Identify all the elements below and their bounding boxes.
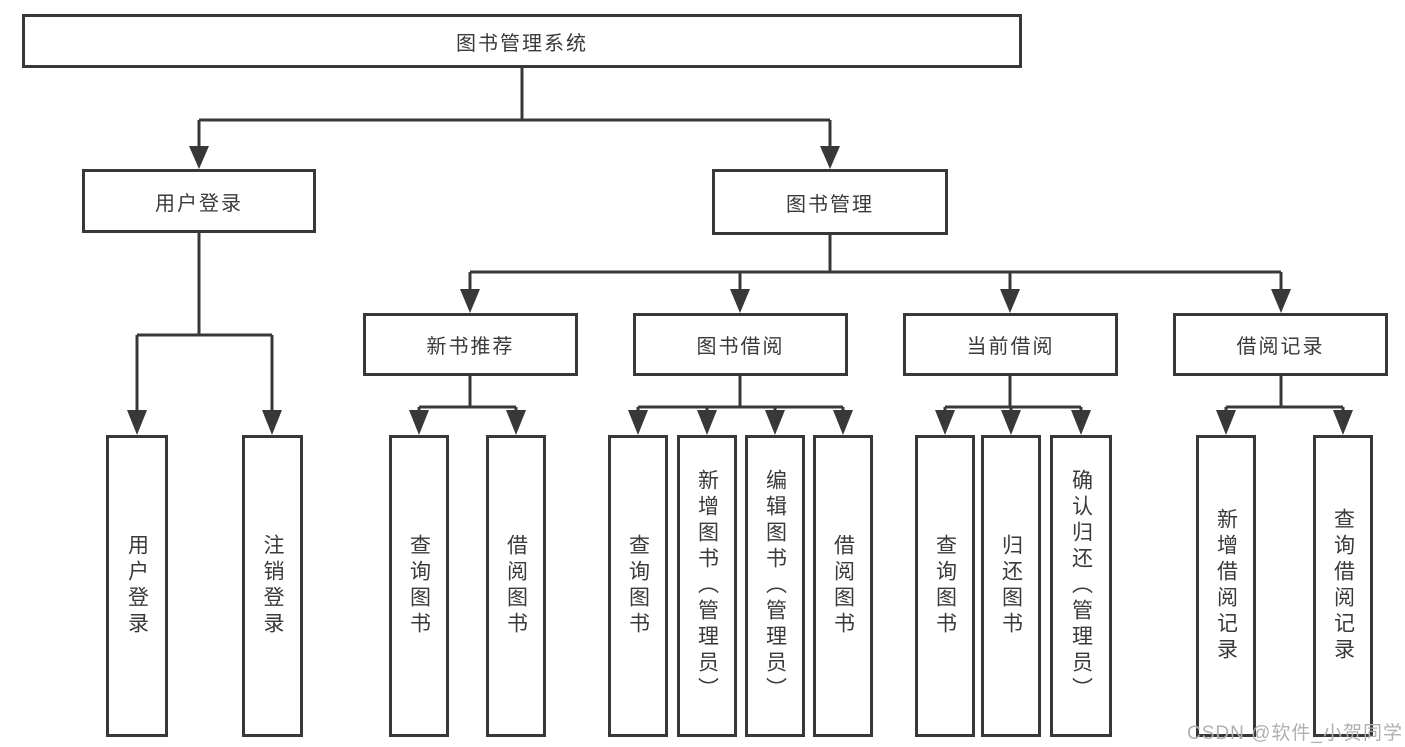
leaf-logout: 注销登录 (242, 435, 303, 737)
arrowhead (730, 289, 750, 313)
node-book-borrowing: 图书借阅 (633, 313, 848, 376)
leaf-query-books-current: 查询图书 (915, 435, 975, 737)
leaf-query-books-recommend: 查询图书 (389, 435, 449, 737)
leaf-query-books-borrow: 查询图书 (608, 435, 668, 737)
csdn-watermark: CSDN @软件_小贺同学 (1187, 723, 1403, 744)
arrowhead (820, 146, 840, 169)
arrowhead (189, 146, 209, 169)
arrowhead (1001, 410, 1021, 435)
node-user-login-branch: 用户登录 (82, 169, 316, 233)
leaf-confirm-return-admin: 确认归还（管理员） (1050, 435, 1112, 737)
node-current-borrowing: 当前借阅 (903, 313, 1118, 376)
arrowhead (1333, 410, 1353, 435)
arrowhead (1216, 410, 1236, 435)
leaf-add-books-admin: 新增图书（管理员） (677, 435, 737, 737)
arrowhead (1271, 289, 1291, 313)
arrowhead (697, 410, 717, 435)
arrowhead (409, 410, 429, 435)
arrowhead (1071, 410, 1091, 435)
leaf-borrow-books: 借阅图书 (813, 435, 873, 737)
arrowhead (127, 410, 147, 435)
leaf-user-login: 用户登录 (106, 435, 168, 737)
arrowhead (506, 410, 526, 435)
leaf-query-borrow-record: 查询借阅记录 (1313, 435, 1373, 737)
arrowhead (935, 410, 955, 435)
node-book-management-branch: 图书管理 (712, 169, 948, 235)
node-library-management-system: 图书管理系统 (22, 14, 1022, 68)
leaf-edit-books-admin: 编辑图书（管理员） (745, 435, 805, 737)
arrowhead (262, 410, 282, 435)
leaf-return-books: 归还图书 (981, 435, 1041, 737)
arrowhead (1000, 289, 1020, 313)
leaf-add-borrow-record: 新增借阅记录 (1196, 435, 1256, 737)
node-borrowing-records: 借阅记录 (1173, 313, 1388, 376)
arrowhead (460, 289, 480, 313)
leaf-borrow-books-recommend: 借阅图书 (486, 435, 546, 737)
arrowhead (628, 410, 648, 435)
node-new-book-recommendation: 新书推荐 (363, 313, 578, 376)
arrowhead (765, 410, 785, 435)
arrowhead (833, 410, 853, 435)
